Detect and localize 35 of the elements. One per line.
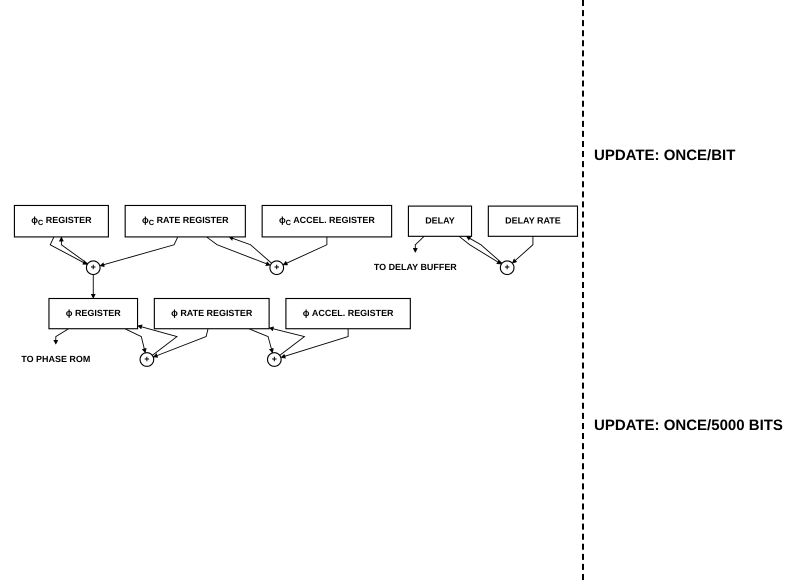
arrow (58, 236, 88, 264)
arrow (412, 236, 425, 253)
arrow (53, 328, 70, 345)
node-box: ϕ$_{C}$ REGISTER (14, 204, 109, 238)
update-note: UPDATE: ONCE/5000 BITS (594, 416, 784, 434)
update-note: UPDATE: ONCE/BIT (594, 146, 736, 164)
arrow (458, 236, 502, 264)
arrow (206, 236, 271, 266)
node-circle: + (500, 260, 515, 276)
arrow (280, 328, 349, 358)
arrow (100, 236, 178, 267)
arrow (268, 326, 306, 356)
arrow (90, 274, 96, 299)
node-box: DELAY (408, 205, 472, 237)
arrow (282, 236, 328, 266)
arrow (124, 328, 147, 354)
node-box: ϕ$_{C}$ ACCEL. REGISTER (262, 204, 392, 238)
node-text: TO PHASE ROM (21, 354, 90, 364)
node-box: ϕ RATE REGISTER (154, 298, 270, 330)
arrow (228, 236, 272, 264)
arrow (137, 324, 178, 356)
arrow (466, 236, 502, 264)
node-circle: + (269, 260, 284, 276)
node-circle: + (86, 260, 101, 276)
arrow (248, 328, 274, 354)
node-circle: + (140, 352, 154, 367)
node-box: DELAY RATE (488, 205, 578, 237)
node-box: ϕ ACCEL. REGISTER (285, 298, 411, 330)
node-box: ϕ$_{C}$ RATE REGISTER (124, 204, 246, 238)
arrow (153, 328, 208, 358)
arrow (50, 236, 88, 265)
arrow (512, 236, 534, 264)
node-text: TO DELAY BUFFER (374, 262, 457, 272)
node-circle: + (266, 352, 282, 367)
node-box: ϕ REGISTER (48, 298, 138, 330)
